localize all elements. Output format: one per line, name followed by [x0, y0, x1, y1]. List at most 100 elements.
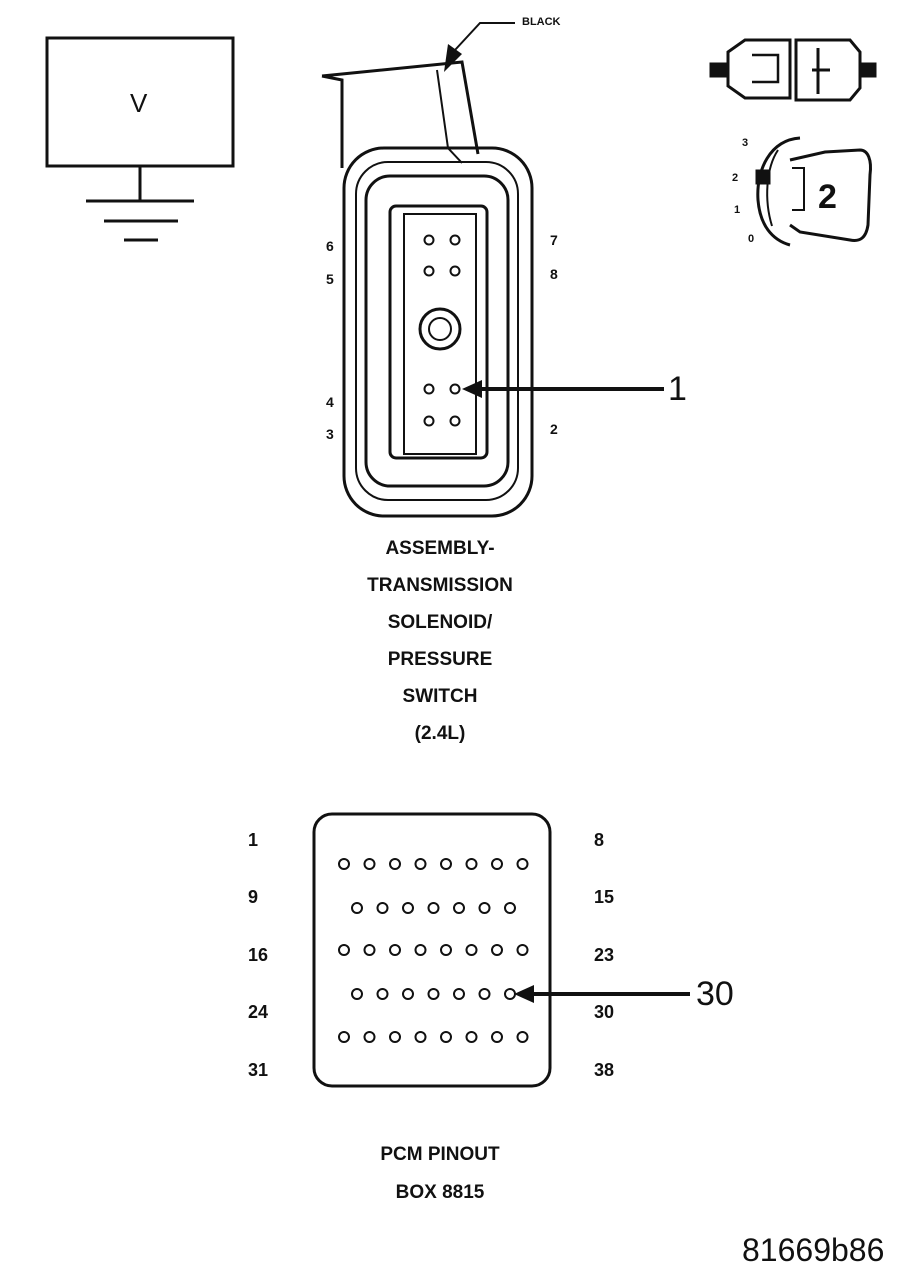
harness-top [321, 60, 480, 155]
pcm-cavity [363, 944, 376, 956]
wire-leader-arrowhead [444, 44, 462, 72]
connector-pin-label: 6 [326, 238, 334, 254]
pcm-row-label: 24 [248, 1002, 269, 1022]
connector-assembly [321, 22, 664, 518]
connector-latch [752, 53, 780, 84]
caption-line: TRANSMISSION [367, 575, 513, 596]
pcm-cavity [465, 1031, 478, 1043]
pcm-cavity [465, 858, 478, 870]
pcm-cavity [427, 988, 440, 1000]
pointer-label-1: 1 [668, 370, 687, 408]
pointer-arrow-30-head [514, 985, 534, 1003]
pin-insert-face [403, 213, 477, 455]
caption-line: PCM PINOUT [380, 1144, 500, 1165]
cavity-6 [423, 234, 435, 246]
pcm-cavity [351, 988, 363, 1000]
pcm-row-label: 30 [594, 1002, 615, 1022]
housing-middle [355, 161, 519, 501]
pcm-cavity [414, 944, 427, 956]
ignition-cylinder [756, 136, 801, 247]
pcm-cavity [478, 988, 491, 1000]
ignition-position-label: 2 [732, 172, 739, 184]
connector-wire-left [709, 62, 729, 78]
pcm-cavity [338, 858, 350, 870]
wire-color-label: BLACK [522, 16, 561, 28]
caption-line: SWITCH [402, 686, 478, 707]
cavity-7 [449, 234, 461, 246]
pcm-box [312, 812, 690, 1088]
ignition-position-label: 3 [742, 137, 749, 149]
pcm-cavity [440, 858, 452, 870]
connector-half-right [794, 38, 862, 102]
connector-pin-label: 2 [550, 421, 558, 437]
caption-line: PRESSURE [387, 649, 493, 670]
ignition-key [789, 148, 872, 242]
pcm-cavity [389, 1031, 401, 1043]
pcm-pin-grid [338, 858, 529, 1043]
pcm-cavity [491, 858, 503, 870]
pcm-cavity [338, 944, 350, 956]
pcm-row-label: 31 [248, 1060, 269, 1080]
wire-leader [454, 22, 515, 51]
pointer-arrow-1-head [462, 380, 482, 398]
pcm-cavity [440, 1031, 452, 1043]
pcm-cavity [351, 902, 363, 914]
pcm-cavity [376, 902, 389, 914]
pcm-cavity [504, 988, 516, 1000]
pcm-cavity [427, 902, 440, 914]
connector-pin-label: 4 [326, 394, 334, 410]
voltmeter [45, 36, 235, 242]
connector-pin-label: 8 [550, 266, 558, 282]
ignition-key-position: 2 [818, 178, 837, 216]
pcm-cavity [338, 1031, 350, 1043]
connector-wire-right [859, 62, 877, 78]
cavity-5 [423, 265, 435, 277]
pcm-cavity [465, 944, 478, 956]
pcm-cavity [440, 944, 452, 956]
pcm-cavity [453, 988, 465, 1000]
ignition-icons [709, 38, 877, 247]
pin-insert [388, 204, 489, 460]
pcm-row-label: 15 [594, 887, 615, 907]
pcm-cavity [516, 1031, 529, 1043]
harness-left [321, 74, 344, 168]
pcm-row-label: 9 [248, 887, 259, 907]
pcm-cavity [389, 944, 401, 956]
pcm-row-label: 23 [594, 945, 615, 965]
ignition-key-slot [792, 167, 805, 211]
connector-pin-label: 7 [550, 232, 558, 248]
cavity-4 [423, 383, 435, 395]
caption-line: SOLENOID/ [387, 612, 493, 633]
pcm-row-label: 1 [248, 830, 259, 850]
cavity-1 [449, 383, 461, 395]
connector-pin-label: 3 [326, 426, 334, 442]
center-bolt-inner [428, 317, 452, 341]
pcm-cavity [402, 902, 414, 914]
pcm-row-label: 16 [248, 945, 269, 965]
connector-pin-label: 5 [326, 271, 334, 287]
caption-line: ASSEMBLY- [385, 538, 495, 559]
pcm-cavity [491, 1031, 503, 1043]
pcm-cavity [516, 858, 529, 870]
pcm-cavity [453, 902, 465, 914]
pcm-cavity [376, 988, 389, 1000]
pcm-cavity [414, 858, 427, 870]
figure-id: 81669b86 [742, 1232, 885, 1268]
pcm-cavity [414, 1031, 427, 1043]
pcm-cavity [363, 1031, 376, 1043]
pcm-cavity [402, 988, 414, 1000]
ignition-position-marker [755, 169, 771, 185]
pcm-cavity [478, 902, 491, 914]
caption-line: BOX 8815 [395, 1182, 485, 1203]
pcm-outline [312, 812, 552, 1088]
pcm-cavity [389, 858, 401, 870]
housing-inner [364, 174, 510, 488]
ignition-position-label: 0 [748, 233, 755, 245]
pcm-row-label: 38 [594, 1060, 615, 1080]
pcm-row-label: 8 [594, 830, 605, 850]
housing-outer [342, 146, 534, 518]
pcm-caption: PCM PINOUT BOX 8815 [330, 1136, 550, 1212]
pointer-label-30: 30 [696, 975, 734, 1013]
